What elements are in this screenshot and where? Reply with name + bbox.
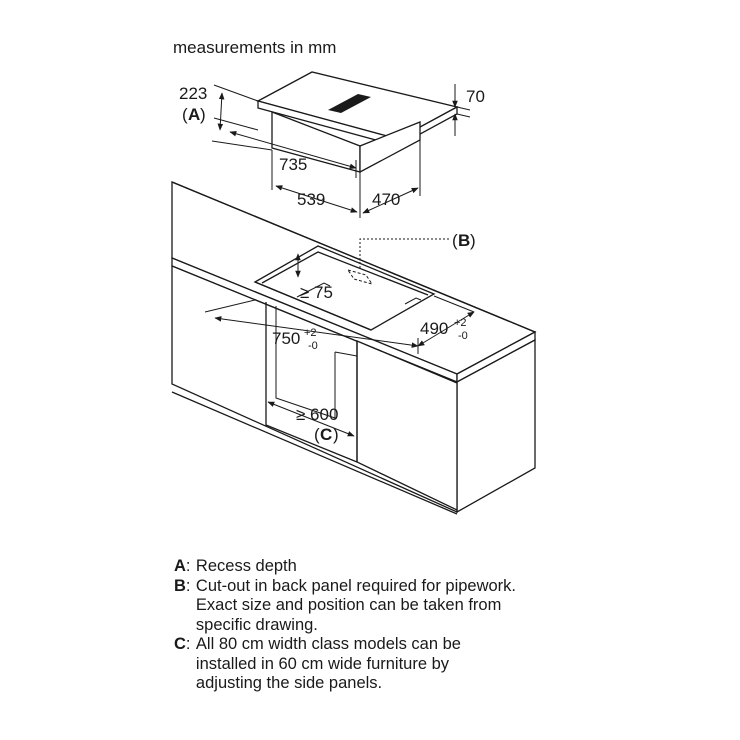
dim-750: 750 [272,329,300,348]
dim-75: ≥ 75 [300,283,333,302]
legend-text-a: Recess depth [195,557,297,575]
legend-text-c: All 80 cm width class models can be inst… [195,635,461,692]
cabinet-drawing [171,181,537,515]
tol-750-plus: +2 [304,327,317,339]
marker-c: C [320,425,332,444]
legend-item-b: B: Cut-out in back panel required for pi… [174,576,517,634]
dim-490: 490 [420,319,448,338]
measurements-heading: measurements in mm [173,38,336,57]
dim-539: 539 [297,190,325,209]
marker-b-close: ) [470,231,476,250]
legend-key-b: B [174,576,186,595]
marker-a: A [188,105,200,124]
marker-c-open: ( [314,425,320,444]
tol-490-minus: -0 [458,330,468,342]
dim-735: 735 [279,155,307,174]
dim-70: 70 [466,87,485,106]
legend-item-c: C: All 80 cm width class models can be i… [174,635,461,692]
legend-text-b: Cut-out in back panel required for pipew… [195,576,517,634]
marker-b: B [458,231,470,250]
tol-490-plus: +2 [454,317,467,329]
dim-223: 223 [179,84,207,103]
hob-dimensions [211,84,471,218]
marker-b-open: ( [452,231,458,250]
legend-key-a: A [174,557,186,575]
marker-a-open: ( [182,105,188,124]
marker-a-close: ) [200,105,206,124]
cabinet-dimensions [204,238,475,437]
legend: A: Recess depth B: Cut-out in back panel… [174,557,714,694]
tol-750-minus: -0 [308,340,318,352]
legend-key-c: C [174,635,186,653]
dim-470: 470 [372,190,400,209]
legend-item-a: A: Recess depth [174,557,297,575]
marker-c-close: ) [333,425,339,444]
dim-600: ≥ 600 [296,405,338,424]
